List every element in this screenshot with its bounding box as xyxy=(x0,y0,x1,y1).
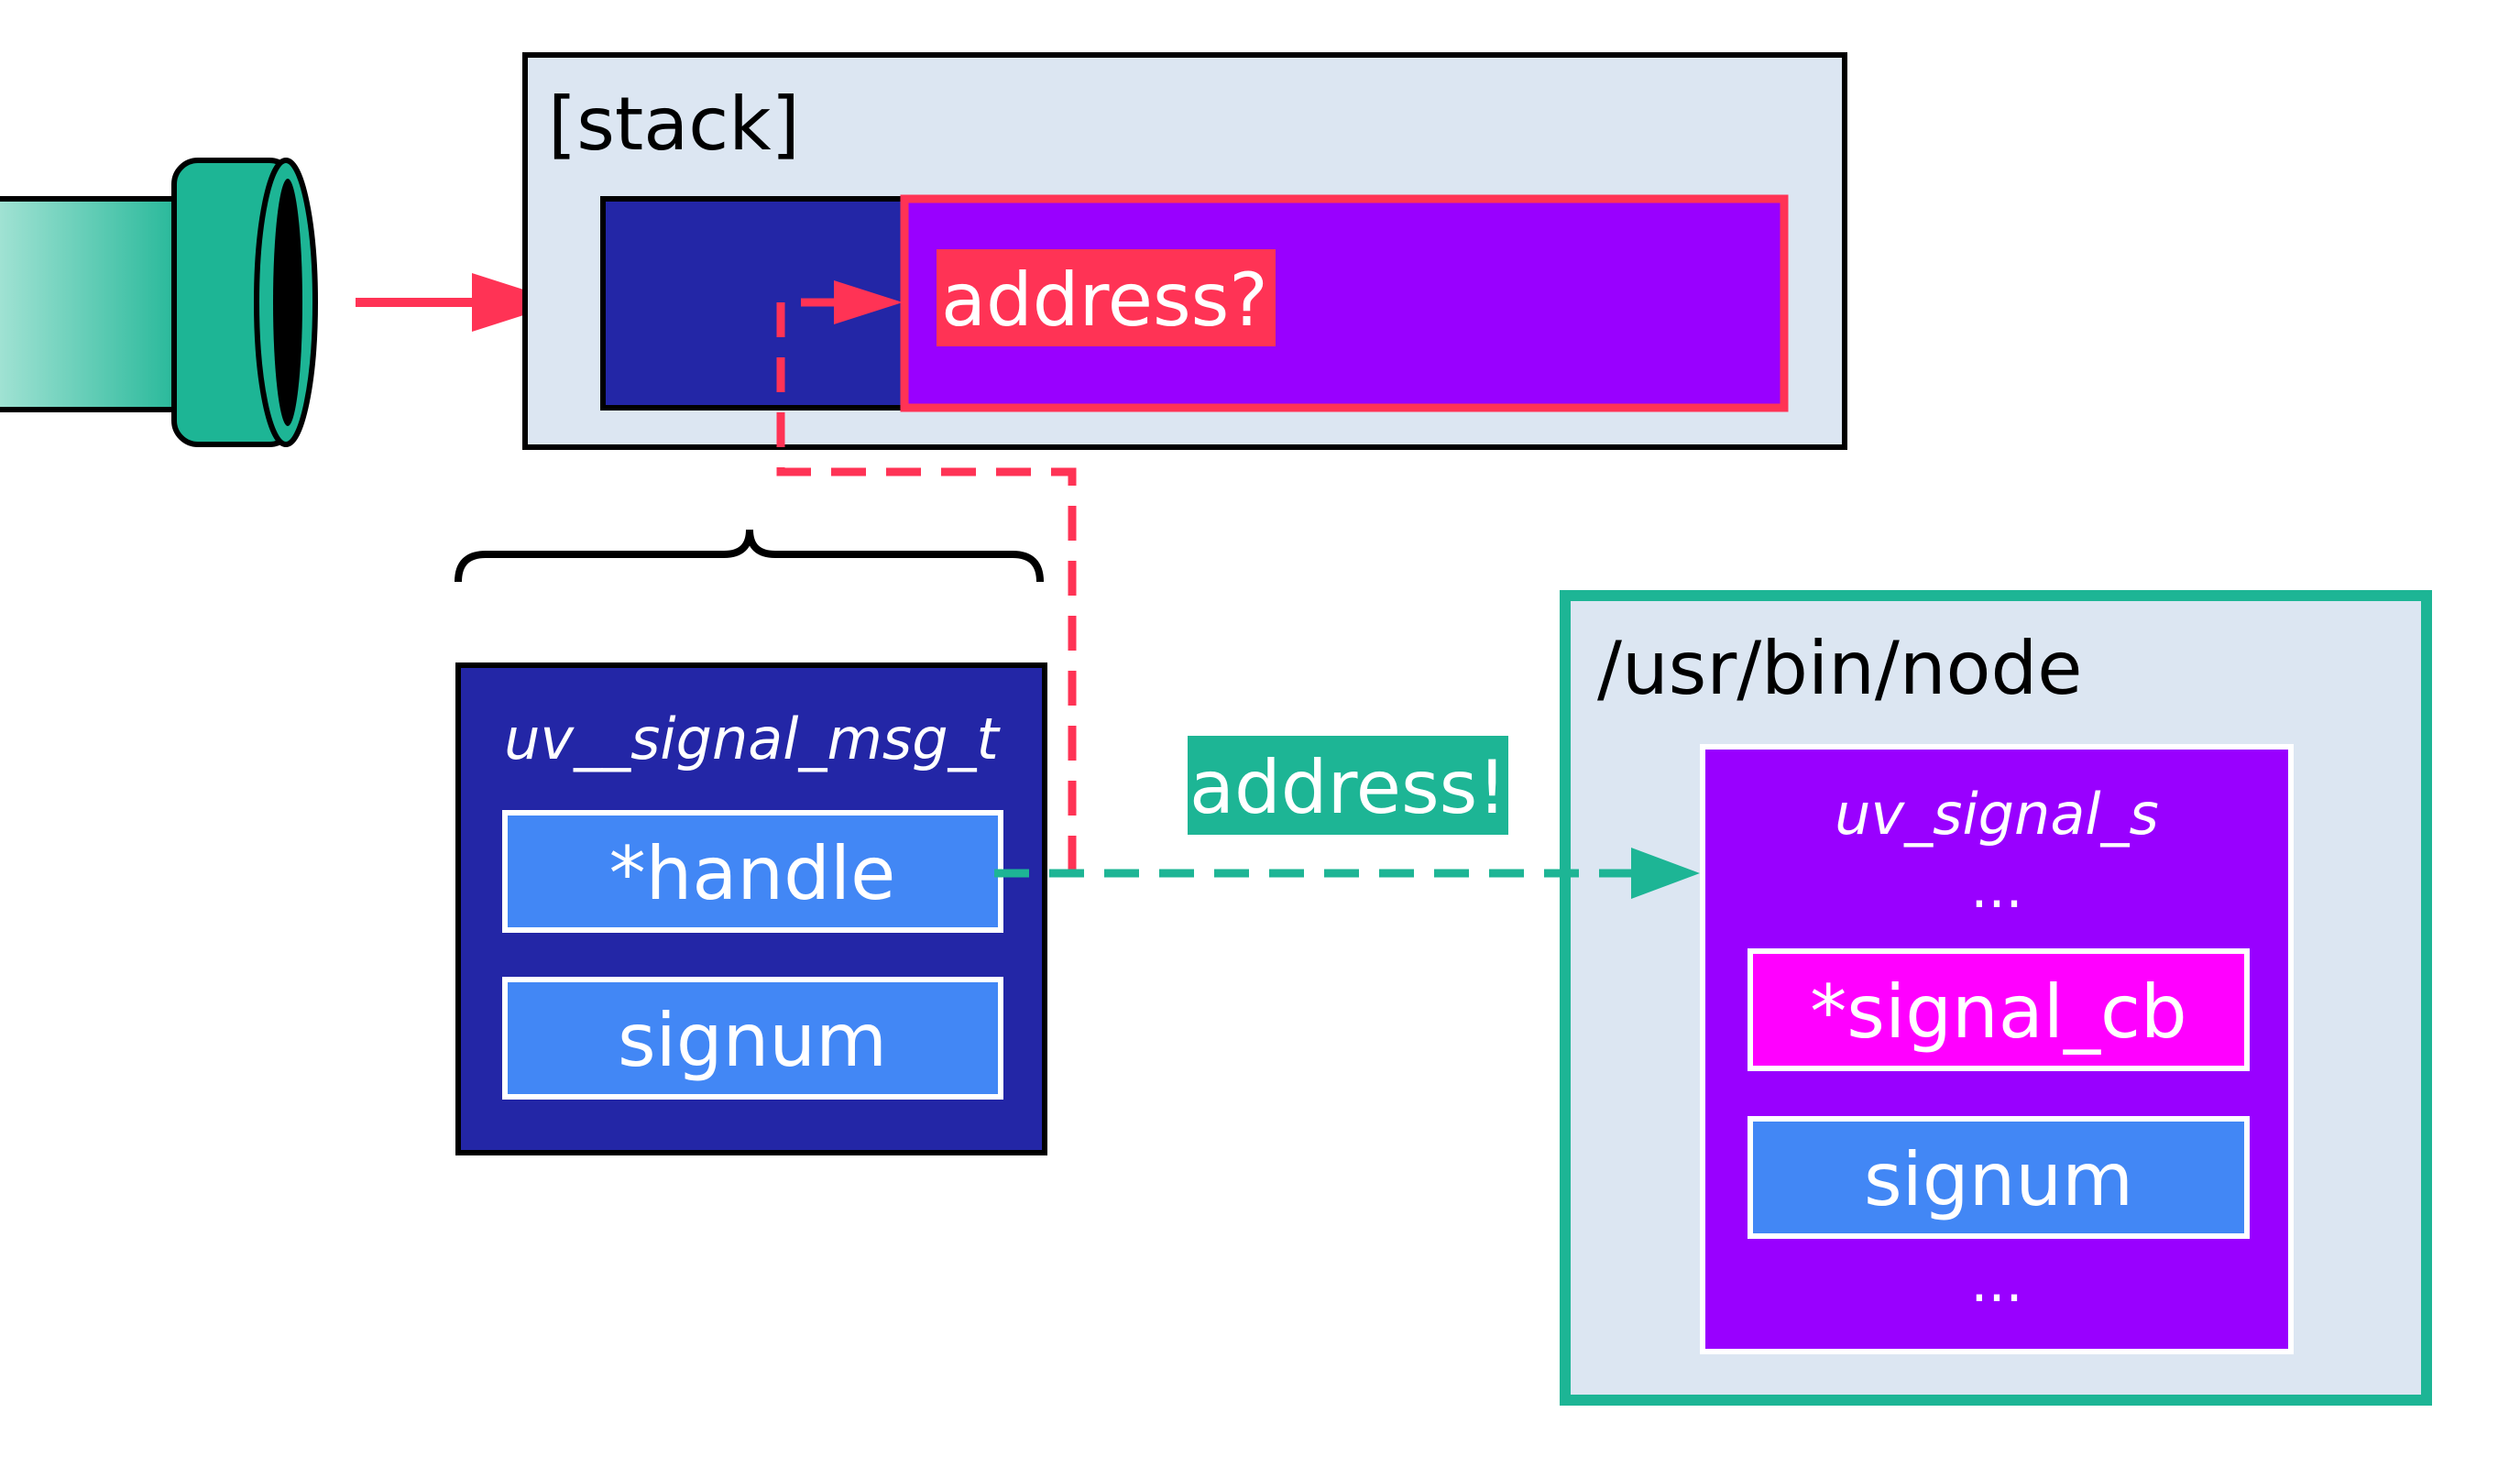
signal-s-ellipsis-top: ... xyxy=(1970,857,2022,921)
msg-struct-title: uv__signal_msg_t xyxy=(504,706,1001,772)
msg-struct-box: uv__signal_msg_t *handle signum xyxy=(455,662,1047,1155)
signum-field xyxy=(502,977,1003,1100)
teal-dashed-pointer xyxy=(994,848,1700,899)
pipe-icon xyxy=(0,158,318,447)
address-question-label: address? xyxy=(941,257,1268,343)
stack-title: [stack] xyxy=(548,82,800,167)
red-dashed-pointer xyxy=(776,280,1077,870)
signum-field-label: signum xyxy=(618,998,887,1083)
address-question-highlight xyxy=(937,249,1276,346)
stack-panel: [stack] address? xyxy=(522,52,1847,450)
signal-s-struct-title: uv_signal_s xyxy=(1835,781,2159,848)
handle-field-label: *handle xyxy=(609,831,896,916)
address-found-highlight xyxy=(1188,736,1508,835)
node-panel: /usr/bin/node uv_signal_s ... *signal_cb… xyxy=(1560,590,2432,1406)
node-title: /usr/bin/node xyxy=(1597,626,2083,711)
address-found-label: address! xyxy=(1189,745,1507,830)
input-arrow xyxy=(356,273,564,332)
node-signum-field xyxy=(1748,1116,2250,1239)
stack-purple-block xyxy=(900,194,1789,412)
curly-brace xyxy=(455,529,1044,583)
signal-cb-field-label: *signal_cb xyxy=(1810,969,2186,1055)
node-signum-field-label: signum xyxy=(1864,1137,2133,1222)
signal-cb-field xyxy=(1748,948,2250,1071)
signal-s-ellipsis-bottom: ... xyxy=(1970,1251,2022,1315)
